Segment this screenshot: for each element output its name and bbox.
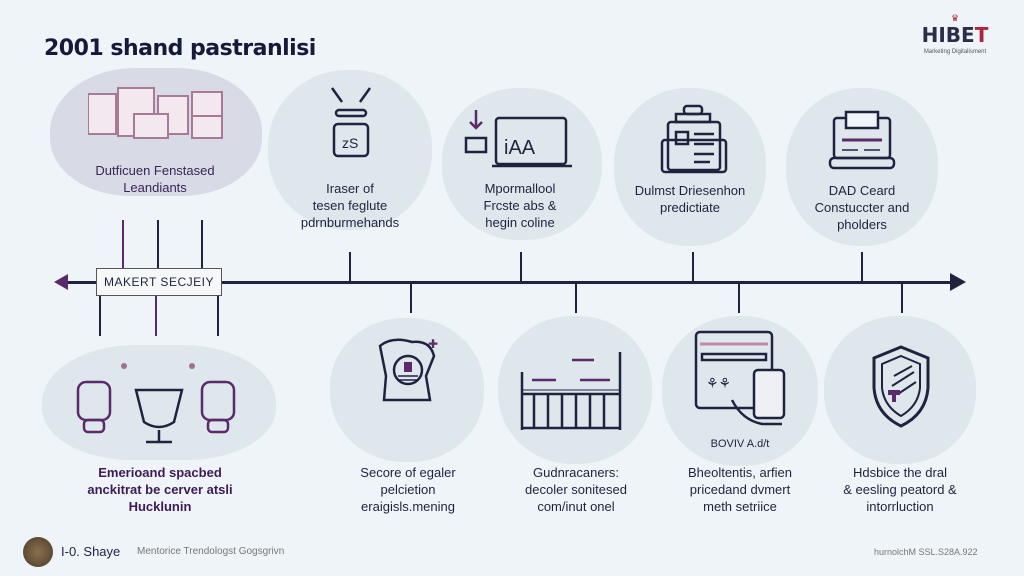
text-line: predictiate	[660, 200, 720, 215]
brand-logo: ♛ HIBET Marketing Digitalisment	[912, 13, 998, 56]
top-item-text: Iraser of tesen feglute pdrnburmehands	[270, 180, 430, 231]
connector	[349, 252, 351, 282]
connector	[575, 283, 577, 313]
arrow-right-icon	[950, 273, 966, 291]
bottom-item-text: Hdsbice the dral & eesling peatord & intor…	[820, 464, 980, 515]
text-line: pricedand dvmert	[689, 482, 791, 497]
timeline-axis	[66, 281, 952, 284]
connector	[122, 220, 124, 268]
svg-text:zS: zS	[342, 135, 358, 151]
certificate-scroll-icon: ✚	[372, 336, 444, 404]
connector	[157, 220, 159, 268]
text-line: Dulmst Driesenhon	[634, 183, 746, 198]
text-line: Bheoltentis, arfien	[687, 465, 793, 480]
connector	[861, 252, 863, 282]
text-line: Leandiants	[123, 180, 187, 195]
arrow-left-icon	[54, 274, 68, 290]
text-line: eraigisls.mening	[361, 499, 455, 514]
bottom-item-text: Emerioand spacbed anckitrat be cerver ats…	[40, 464, 280, 515]
connector	[217, 296, 219, 336]
logo-accent: T	[974, 23, 989, 47]
text-line: pdrnburmehands	[300, 215, 400, 230]
text-line: Hucklunin	[128, 499, 192, 514]
text-line: hegin coline	[485, 215, 555, 230]
text-line: com/inut onel	[537, 499, 615, 514]
connector	[201, 220, 203, 268]
bottom-item-caption: BOVIV A.d/t	[710, 438, 770, 450]
footer-caption: Mentorice Trendologst Gogsgrivn	[137, 546, 285, 557]
logo-subtitle: Marketing Digitalisment	[923, 49, 987, 55]
svg-text:✚: ✚	[428, 337, 438, 351]
text-line: Secore of egaler	[360, 465, 456, 480]
text-line: intorrluction	[866, 499, 934, 514]
svg-text:⚘⚘: ⚘⚘	[706, 375, 731, 391]
connector	[738, 283, 740, 313]
tablet-sparkle-icon: zS	[328, 84, 374, 160]
text-line: Emerioand spacbed	[98, 465, 222, 480]
timeline-label: MAKERT SECJEIY	[96, 268, 222, 296]
tablet-payment-icon: ⚘⚘	[692, 330, 792, 430]
clipboard-id-icon	[660, 104, 728, 174]
text-line: pholders	[837, 217, 887, 232]
text-line: decoler sonitesed	[525, 482, 627, 497]
text-line: meth setriice	[703, 499, 777, 514]
connector	[155, 296, 157, 336]
text-line: Iraser of	[326, 181, 374, 196]
text-line: Gudnracaners:	[533, 465, 619, 480]
text-line: Constuccter and	[814, 200, 910, 215]
logo-name: HIBE	[921, 23, 975, 47]
bottom-item-text: Gudnracaners: decoler sonitesed com/inut o…	[496, 464, 656, 515]
documents-icon	[88, 86, 224, 140]
text-line: Frcste abs &	[483, 198, 557, 213]
text-line: Dutficuen Fenstased	[95, 163, 215, 178]
page-title: 2001 shand pastranlisi	[44, 36, 316, 61]
bottom-item-text: Bheoltentis, arfien pricedand dvmert meth …	[660, 464, 820, 515]
footer-code: hurnolchM SSL.S28A.922	[874, 547, 978, 557]
bar-table-icon	[520, 350, 624, 430]
laptop-card-icon	[828, 108, 896, 172]
connector	[692, 252, 694, 282]
text-line: DAD Ceard	[828, 183, 896, 198]
text-line: Mpormallool	[484, 181, 556, 196]
avatar	[23, 537, 53, 567]
text-line: pelcietion	[380, 482, 436, 497]
text-line: anckitrat be cerver atsli	[87, 482, 233, 497]
connector	[410, 283, 412, 313]
top-item-bg	[268, 70, 432, 230]
top-item-text: Dulmst Driesenhon predictiate	[614, 182, 766, 216]
shield-icon	[870, 344, 932, 428]
svg-text:iAA: iAA	[504, 137, 536, 159]
connector	[99, 296, 101, 336]
trophy-devices-icon	[74, 360, 244, 446]
connector	[901, 283, 903, 313]
text-line: Hdsbice the dral	[853, 465, 947, 480]
bottom-item-bg	[662, 316, 818, 466]
text-line: & eesling peatord &	[843, 482, 957, 497]
text-line: tesen feglute	[312, 198, 388, 213]
crown-icon: ♛	[950, 13, 960, 23]
bottom-item-text: Secore of egaler pelcietion eraigisls.meni…	[326, 464, 490, 515]
author-name: I-0. Shaye	[61, 544, 121, 559]
laptop-download-icon: iAA	[464, 108, 574, 172]
connector	[520, 252, 522, 282]
